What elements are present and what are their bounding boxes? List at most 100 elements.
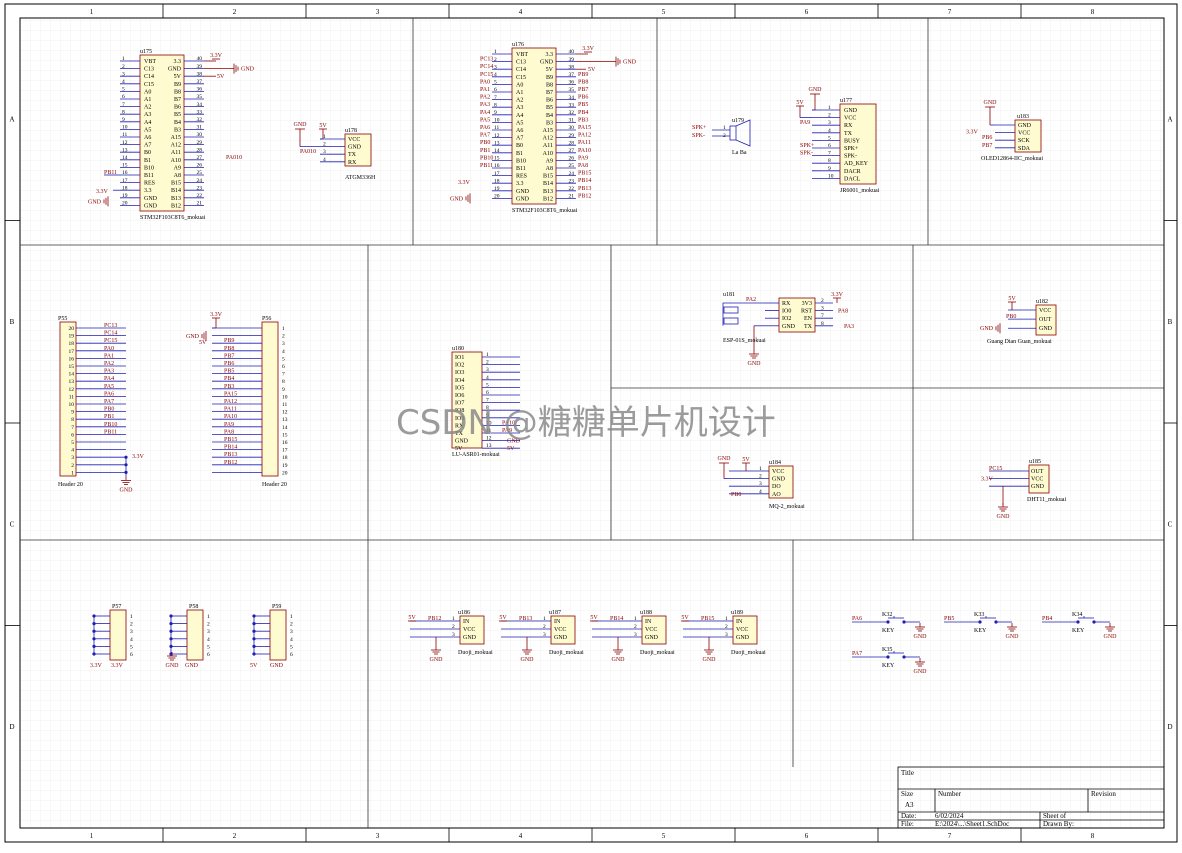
pin-name: A2 — [144, 105, 151, 111]
pin-number: 33 — [569, 102, 575, 108]
pin-name: A5 — [516, 120, 523, 126]
pin-name: B1 — [516, 151, 523, 157]
part-ref: K33 — [974, 612, 984, 618]
watermark: CSDN @糖糖单片机设计 — [396, 403, 776, 443]
net-label: PB14 — [578, 178, 591, 184]
pin-number: 23 — [569, 178, 575, 184]
pin-number: 2 — [759, 474, 762, 480]
power-label: 5V — [499, 615, 507, 621]
net-label: PA15 — [224, 391, 237, 397]
net-label: PB5 — [944, 616, 954, 622]
pin-number: 15 — [494, 156, 500, 162]
junction — [886, 655, 890, 659]
power-label: 5V — [199, 340, 207, 346]
pin-name: GND — [455, 439, 469, 445]
pin-name: GND — [736, 635, 750, 641]
pin-name: B13 — [543, 189, 553, 195]
speaker-icon — [735, 119, 751, 147]
drawn-by-label: Drawn By: — [1043, 820, 1074, 828]
pin-name: B0 — [516, 143, 523, 149]
pin-number: 5 — [282, 356, 285, 362]
power-label: 5V — [319, 123, 327, 129]
pin-number: 1 — [290, 614, 293, 620]
pin-number: 3 — [130, 629, 133, 635]
power-label: 5V — [588, 67, 596, 73]
part-name: LU-ASR01-mokuai — [452, 452, 500, 458]
pin-name: A7 — [144, 143, 151, 149]
pin-number: 2 — [486, 360, 489, 366]
pin-name: GND — [348, 145, 362, 151]
servo-body — [550, 615, 576, 645]
part-ref: u178 — [345, 128, 357, 134]
pin-number: 8 — [71, 417, 74, 423]
pin-number: 16 — [282, 440, 288, 446]
pin-number: 6 — [282, 364, 285, 370]
pin-number: 2 — [725, 624, 728, 630]
pin-name: DACL — [844, 176, 861, 182]
header-p56-body — [261, 321, 279, 477]
net-label: PB0 — [480, 140, 490, 146]
pin-name: VBT — [144, 59, 156, 65]
power-label: 5V — [1008, 296, 1016, 302]
zone-column-label: 6 — [805, 8, 809, 16]
pin-number: 39 — [197, 64, 203, 70]
pin-number: 16 — [122, 170, 128, 176]
pin-name: B10 — [516, 158, 526, 164]
pin-number: 37 — [569, 72, 575, 78]
zone-row-label: D — [1167, 723, 1172, 731]
gnd-label: GND — [241, 67, 255, 73]
mq2-body — [768, 465, 794, 499]
pin-number: 2 — [452, 624, 455, 630]
net-label: PA8 — [838, 309, 848, 315]
pin-name: A6 — [144, 135, 151, 141]
pin-number: 8 — [821, 321, 824, 327]
net-label: PA6 — [852, 616, 862, 622]
pin-number: 10 — [486, 420, 492, 426]
net-label: PA4 — [480, 110, 490, 116]
part-name: Duoji_mokuai — [640, 650, 675, 656]
pin-name: B9 — [174, 82, 181, 88]
net-label: PA10 — [502, 420, 515, 426]
pin-number: 1 — [452, 616, 455, 622]
zone-column-label: 8 — [1091, 8, 1095, 16]
pin-number: 9 — [828, 166, 831, 172]
pin-number: 12 — [282, 410, 288, 416]
pin-name: B6 — [174, 105, 181, 111]
file-label: File: — [901, 820, 914, 828]
pin-number: 1 — [725, 616, 728, 622]
esp01s-body — [778, 297, 816, 333]
net-label: PA11 — [578, 140, 591, 146]
pin-number: 11 — [494, 125, 500, 131]
pin-number: 2 — [723, 133, 726, 139]
junction — [1076, 620, 1080, 624]
pin-name: VCC — [1039, 308, 1051, 314]
part-ref: u179 — [732, 118, 744, 124]
net-label: PA11 — [224, 407, 237, 413]
pin-number: 17 — [69, 349, 75, 355]
pin-name: RX — [782, 301, 791, 307]
gnd-label: GND — [1006, 634, 1020, 640]
pin-number: 17 — [494, 171, 500, 177]
part-name: MQ-2_mokuai — [769, 504, 805, 510]
pin-number: 19 — [282, 463, 288, 469]
pin-number: 14 — [494, 148, 500, 154]
pin-number: 7 — [282, 372, 285, 378]
part-name: La Ba — [732, 150, 747, 156]
pin-number: 1 — [494, 49, 497, 55]
net-label: PB6 — [224, 361, 234, 367]
net-label: PB6 — [578, 95, 588, 101]
part-ref: u181 — [723, 292, 735, 298]
power-label: 3.3V — [96, 189, 109, 195]
pin-number: 5 — [71, 440, 74, 446]
power-label: 5V — [796, 100, 804, 106]
net-label: PB15 — [701, 616, 714, 622]
power-label: 5V — [590, 615, 598, 621]
pin-number: 39 — [569, 57, 575, 63]
junction — [994, 620, 998, 624]
pin-name: VCC — [1031, 477, 1043, 483]
pin-name: SDA — [1018, 146, 1031, 152]
pin-number: 1 — [759, 466, 762, 472]
pin-name: B7 — [546, 90, 553, 96]
pin-number: 20 — [282, 470, 288, 476]
header6-body — [109, 609, 127, 661]
